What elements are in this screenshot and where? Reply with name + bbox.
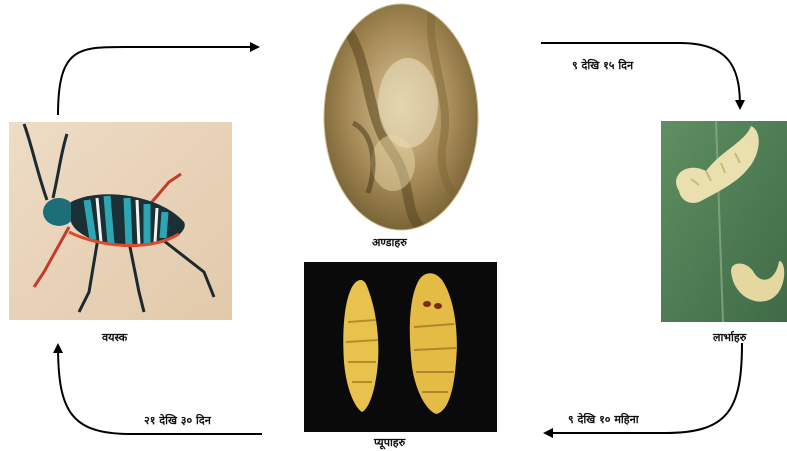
egg-mass-photo (323, 3, 479, 231)
larvae-to-pupae-duration: ९ देखि १० महिना (568, 414, 639, 425)
adult-label: वयस्क (102, 332, 127, 343)
eggs-to-larvae-duration: ९ देखि १५ दिन (572, 60, 633, 71)
pupae-to-adult-duration: २१ देखि ३० दिन (144, 415, 211, 426)
pupa-photo (304, 262, 497, 432)
larva-photo (661, 121, 787, 322)
larvae-label: लार्भाहरु (713, 332, 746, 343)
pupae-label: प्यूपाहरु (374, 437, 405, 448)
beetle-photo (9, 122, 232, 320)
arrow-eggs-to-larvae (541, 43, 740, 108)
eggs-label: अण्डाहरु (372, 237, 407, 248)
arrow-adult-to-eggs (58, 47, 258, 115)
